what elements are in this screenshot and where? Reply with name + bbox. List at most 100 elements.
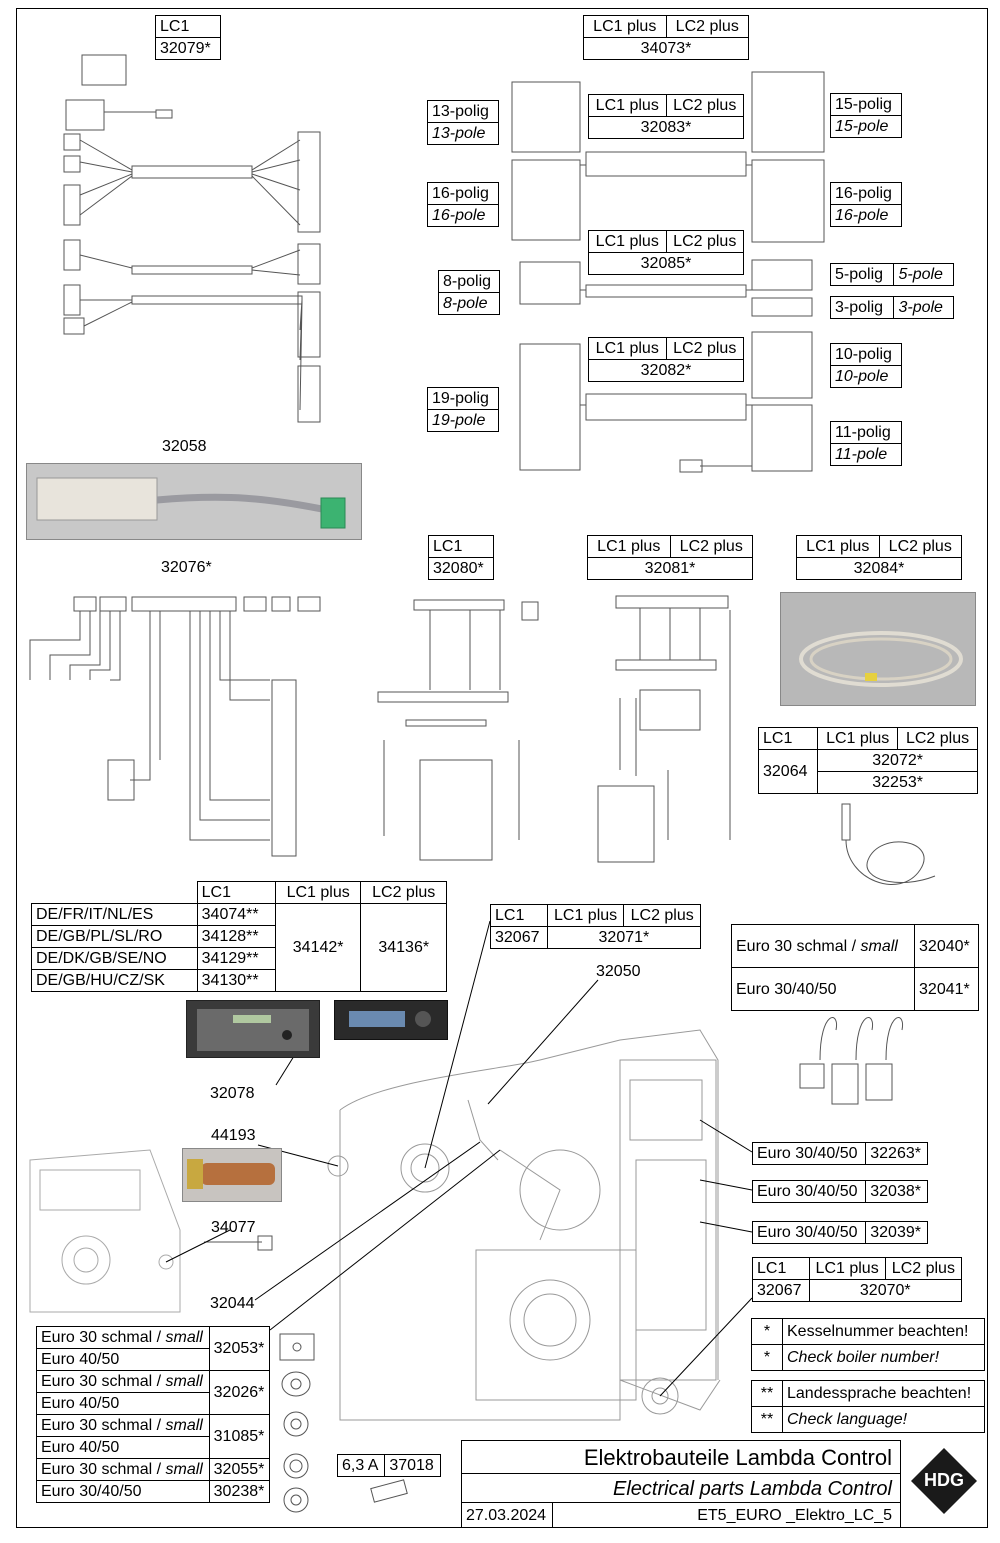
note-mark: * xyxy=(751,1318,783,1345)
model-lc1: LC1 xyxy=(155,15,221,38)
title-de-cell: Elektrobauteile Lambda Control xyxy=(461,1440,901,1474)
lc1-number: 32064 xyxy=(757,749,819,794)
pole-label-de: 16-polig xyxy=(427,182,499,205)
sleeve-44193-photo xyxy=(182,1148,282,1202)
connector-15-pole: 15-polig 15-pole xyxy=(830,93,902,138)
fuse-rating: 6,3 A xyxy=(336,1454,386,1477)
cable-32084-photo xyxy=(780,592,976,706)
title-en-cell: Electrical parts Lambda Control xyxy=(461,1473,901,1503)
part-number: 32053* xyxy=(208,1326,271,1371)
connector-19-pole: 19-polig 19-pole xyxy=(427,387,499,432)
gasket-row: Euro 30 schmal / small xyxy=(36,1458,210,1481)
part-number: 32026* xyxy=(208,1370,271,1415)
model-lc2-plus: LC2 plus xyxy=(878,535,962,558)
model-lc1: LC1 xyxy=(428,535,494,558)
pole-label-en: 10-pole xyxy=(830,365,902,388)
note-text-en: Check boiler number! xyxy=(782,1344,985,1371)
gasket-drawings xyxy=(279,1333,315,1513)
pole-label-de: 16-polig xyxy=(830,182,902,205)
model-lc1-plus: LC1 plus xyxy=(587,535,671,558)
note-mark: ** xyxy=(751,1406,783,1433)
gasket-row: Euro 40/50 xyxy=(36,1392,210,1415)
gasket-label-en: small xyxy=(165,1329,203,1346)
lc2-plus-number: 34136* xyxy=(360,903,447,992)
lc1-number: 34128** xyxy=(196,925,276,948)
lc1-number: 34130** xyxy=(196,969,276,992)
note-mark: ** xyxy=(751,1380,783,1407)
lc1-number: 32067 xyxy=(752,1279,810,1302)
part-number: 32079* xyxy=(155,37,221,60)
gasket-label: Euro 30 schmal / xyxy=(41,1461,166,1478)
hdg-logo-icon xyxy=(911,1448,977,1514)
part-number: 31085* xyxy=(208,1414,271,1459)
harness-34073-drawing xyxy=(511,71,825,473)
boiler-drawing xyxy=(327,1029,721,1421)
board-label: Euro 30/40/50 xyxy=(751,1221,867,1244)
pole-label-en: 11-pole xyxy=(830,443,902,466)
gasket-label: Euro 30 schmal / xyxy=(41,1417,166,1434)
header-lc1: LC1 xyxy=(490,904,548,927)
gasket-row: Euro 30 schmal / small xyxy=(36,1326,210,1349)
gasket-row: Euro 40/50 xyxy=(36,1348,210,1371)
drawing-date: 27.03.2024 xyxy=(466,1507,547,1524)
note-boiler-number: *Kesselnummer beachten! *Check boiler nu… xyxy=(751,1318,985,1371)
copper-sleeve-icon xyxy=(187,1159,275,1189)
inset-boiler-drawing xyxy=(29,1149,181,1313)
logo-text: HDG xyxy=(924,1470,964,1490)
empty-cell xyxy=(32,882,198,904)
euro-row-label: Euro 30/40/50 xyxy=(730,967,916,1011)
note-text-de: Kesselnummer beachten! xyxy=(782,1318,985,1345)
note-text-de: Landessprache beachten! xyxy=(782,1380,985,1407)
euro-row-label: Euro 30 schmal / small xyxy=(730,924,916,968)
plus-number: 32072* xyxy=(817,749,978,772)
language-row: DE/GB/HU/CZ/SK xyxy=(31,969,198,992)
header-lc2-plus: LC2 plus xyxy=(897,727,978,750)
connector-16-pole-left: 16-polig 16-pole xyxy=(427,182,499,227)
part-number: 32039* xyxy=(865,1221,928,1244)
header-lc1-plus: LC1 plus xyxy=(274,881,362,904)
pole-label-en: 8-pole xyxy=(438,292,500,315)
cable-32058-photo xyxy=(26,463,362,540)
language-row: DE/FR/IT/NL/ES xyxy=(31,903,198,926)
part-number: 37018 xyxy=(384,1454,441,1477)
board-label: Euro 30/40/50 xyxy=(751,1142,867,1165)
model-lc2-plus: LC2 plus xyxy=(665,230,744,253)
pole-label-en: 19-pole xyxy=(427,409,499,432)
kit-32080-drawing xyxy=(377,599,539,861)
plus-number: 32070* xyxy=(808,1279,963,1302)
part-32078-label: 32078 xyxy=(210,1085,255,1102)
part-32076-label: 32076* xyxy=(161,559,212,576)
title-block: Elektrobauteile Lambda Control Electrica… xyxy=(461,1440,988,1528)
euro-label-en: small xyxy=(860,937,898,955)
model-lc1-plus: LC1 plus xyxy=(588,337,667,360)
pole-label-en: 15-pole xyxy=(830,115,902,138)
plus-number: 32071* xyxy=(546,926,702,949)
gasket-row: Euro 30/40/50 xyxy=(36,1480,210,1503)
gasket-label-en: small xyxy=(165,1417,203,1434)
model-lc2-plus: LC2 plus xyxy=(665,15,749,38)
part-number: 32084* xyxy=(796,557,962,580)
language-row: DE/DK/GB/SE/NO xyxy=(31,947,198,970)
pole-label-de: 19-polig xyxy=(427,387,499,410)
part-number: 32041* xyxy=(914,967,979,1011)
part-44193-label: 44193 xyxy=(211,1127,256,1144)
coiled-cable-icon xyxy=(799,631,963,687)
sensor-table: LC1 LC1 plus LC2 plus 32064 32072* 32253… xyxy=(757,727,978,794)
pole-label-de: 5-polig xyxy=(829,263,895,286)
header-lc2-plus: LC2 plus xyxy=(884,1257,963,1280)
pole-label-de: 15-polig xyxy=(830,93,902,116)
plus-number: 32253* xyxy=(817,771,978,794)
part-32079-box: LC1 32079* xyxy=(155,15,221,60)
harness-32076-drawing xyxy=(29,596,321,857)
title-en: Electrical parts Lambda Control xyxy=(612,1478,892,1500)
part-number: 32081* xyxy=(587,557,753,580)
board-label: Euro 30/40/50 xyxy=(751,1180,867,1203)
sensor-34077-drawing xyxy=(204,1235,273,1251)
part-number: 32080* xyxy=(428,557,494,580)
pole-label-de: 11-polig xyxy=(830,421,902,444)
